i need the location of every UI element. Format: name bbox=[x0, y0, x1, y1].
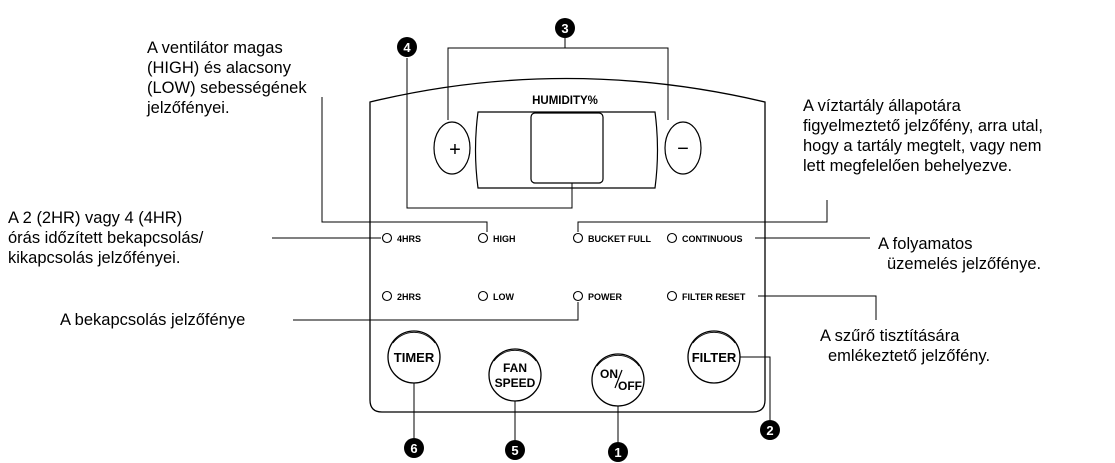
callout-line: A szűrő tisztítására bbox=[820, 327, 960, 345]
callout-line: lett megfelelően behelyezve. bbox=[803, 157, 1013, 175]
callout-line: A 2 (2HR) vagy 4 (4HR) bbox=[8, 209, 183, 227]
leader-power bbox=[293, 302, 579, 321]
callout-fan-speed: A ventilátor magas (HIGH) és alacsony (L… bbox=[147, 38, 307, 118]
svg-text:6: 6 bbox=[410, 441, 417, 456]
display-frame bbox=[474, 111, 659, 189]
marker-4: 4 bbox=[397, 37, 417, 57]
callout-continuous: A folyamatos üzemelés jelzőfénye. bbox=[878, 234, 1041, 274]
callout-line: órás időzített bekapcsolás/ bbox=[8, 229, 204, 247]
marker-1: 1 bbox=[608, 442, 628, 462]
callout-filter: A szűrő tisztítására emlékeztető jelzőfé… bbox=[820, 326, 990, 366]
indicator-high: HIGH bbox=[477, 232, 516, 244]
svg-text:BUCKET FULL: BUCKET FULL bbox=[588, 234, 651, 244]
control-panel-outline bbox=[369, 77, 766, 413]
callout-line: kikapcsolás jelzőfényei. bbox=[8, 249, 181, 267]
callout-line: hogy a tartály megtelt, vagy nem bbox=[803, 137, 1042, 155]
display-title: HUMIDITY% bbox=[532, 95, 598, 107]
leader-3 bbox=[447, 47, 669, 120]
indicator-low: LOW bbox=[477, 290, 514, 302]
indicator-continuous: CONTINUOUS bbox=[666, 232, 743, 244]
svg-text:ON: ON bbox=[600, 367, 618, 381]
callout-line: emlékeztető jelzőfény. bbox=[828, 347, 991, 365]
leader-lines bbox=[272, 38, 877, 442]
svg-text:LOW: LOW bbox=[493, 292, 514, 302]
svg-text:OFF: OFF bbox=[618, 379, 642, 393]
plus-icon: + bbox=[449, 139, 461, 161]
callout-line: jelzőfényei. bbox=[147, 99, 230, 117]
marker-6: 6 bbox=[404, 438, 424, 458]
indicator-power: POWER bbox=[572, 290, 623, 302]
callout-bucket: A víztartály állapotára figyelmeztető je… bbox=[803, 96, 1043, 176]
timer-button[interactable]: TIMER bbox=[387, 330, 441, 384]
marker-3: 3 bbox=[555, 18, 575, 38]
svg-text:2HRS: 2HRS bbox=[397, 292, 421, 302]
indicator-4hrs: 4HRS bbox=[381, 232, 421, 244]
callout-line: A bekapcsolás jelzőfénye bbox=[60, 311, 246, 329]
leader-bucket bbox=[577, 200, 828, 232]
indicator-filter-reset: FILTER RESET bbox=[666, 290, 746, 302]
svg-text:FILTER: FILTER bbox=[692, 350, 737, 365]
svg-text:2: 2 bbox=[766, 423, 773, 438]
leader-filter-reset bbox=[758, 295, 877, 320]
svg-text:4: 4 bbox=[403, 40, 411, 55]
leader-fan-speed bbox=[321, 97, 488, 232]
svg-text:POWER: POWER bbox=[588, 292, 623, 302]
svg-text:FAN: FAN bbox=[503, 361, 527, 375]
on-off-button[interactable]: ON OFF bbox=[591, 353, 645, 407]
svg-text:3: 3 bbox=[561, 21, 568, 36]
leader-2 bbox=[740, 356, 771, 420]
svg-text:SPEED: SPEED bbox=[495, 376, 536, 390]
minus-icon: − bbox=[677, 138, 689, 160]
humidity-plus-button[interactable]: + bbox=[433, 121, 471, 175]
callout-line: (HIGH) és alacsony bbox=[147, 59, 291, 77]
leader-4-display bbox=[406, 58, 573, 209]
callout-line: A víztartály állapotára bbox=[803, 97, 961, 115]
humidity-minus-button[interactable]: − bbox=[664, 121, 702, 175]
svg-text:FILTER RESET: FILTER RESET bbox=[682, 292, 746, 302]
callout-line: üzemelés jelzőfénye. bbox=[887, 255, 1042, 273]
callout-timer: A 2 (2HR) vagy 4 (4HR) órás időzített be… bbox=[8, 208, 203, 268]
svg-text:HIGH: HIGH bbox=[493, 234, 516, 244]
fan-speed-button[interactable]: FAN SPEED bbox=[488, 348, 542, 402]
svg-text:CONTINUOUS: CONTINUOUS bbox=[682, 234, 743, 244]
indicator-bucket-full: BUCKET FULL bbox=[572, 232, 651, 244]
humidity-display-screen bbox=[530, 112, 604, 184]
callout-power: A bekapcsolás jelzőfénye bbox=[60, 310, 245, 330]
svg-text:TIMER: TIMER bbox=[394, 350, 435, 365]
filter-button[interactable]: FILTER bbox=[687, 330, 741, 384]
svg-text:5: 5 bbox=[511, 443, 518, 458]
marker-5: 5 bbox=[505, 440, 525, 460]
callout-line: A ventilátor magas bbox=[147, 39, 283, 57]
svg-text:4HRS: 4HRS bbox=[397, 234, 421, 244]
marker-2: 2 bbox=[760, 420, 780, 440]
callout-line: A folyamatos bbox=[878, 235, 973, 253]
callout-line: (LOW) sebességének bbox=[147, 79, 307, 97]
callout-line: figyelmeztető jelzőfény, arra utal, bbox=[803, 117, 1043, 135]
indicator-2hrs: 2HRS bbox=[381, 290, 421, 302]
svg-text:1: 1 bbox=[614, 445, 621, 460]
